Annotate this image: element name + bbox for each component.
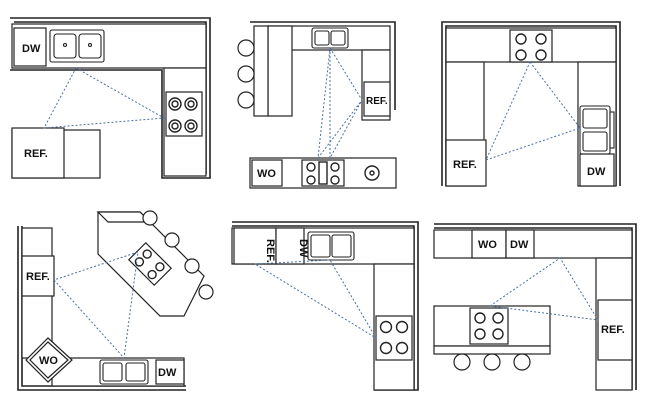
bar-stool — [198, 284, 214, 300]
dishwasher-label: DW — [297, 239, 309, 258]
refrigerator — [11, 127, 65, 179]
layout-u-shape-bar: REF. WO — [237, 21, 397, 189]
layout-l-shape-2: REF. DW — [231, 221, 419, 391]
refrigerator-label: REF. — [601, 324, 625, 336]
bar-overhang — [253, 25, 269, 117]
dishwasher-label: DW — [158, 367, 177, 379]
wall-outline — [434, 223, 637, 390]
wall-oven-label: WO — [39, 355, 58, 367]
stove — [375, 315, 413, 361]
refrigerator-label: REF. — [26, 271, 50, 283]
double-sink — [49, 29, 105, 63]
dishwasher — [155, 359, 185, 385]
refrigerator-label: REF. — [264, 239, 276, 263]
bar-stool — [142, 210, 158, 226]
dishwasher-label: DW — [587, 166, 606, 178]
bar-stool — [237, 65, 255, 83]
dishwasher-label: DW — [510, 239, 529, 251]
dishwasher — [13, 27, 47, 67]
layout-u-shape: REF. DW — [441, 21, 621, 187]
wall-oven — [251, 159, 283, 187]
work-triangle — [53, 251, 139, 360]
wall-oven — [471, 229, 507, 259]
refrigerator — [445, 139, 487, 187]
stove — [509, 29, 553, 63]
double-sink — [579, 105, 615, 155]
work-triangle — [317, 47, 363, 160]
dishwasher — [275, 227, 305, 265]
bar-stool — [483, 353, 501, 371]
layout-l-shape: DW REF. — [10, 17, 211, 179]
layout-angled-peninsula: REF. WO DW — [17, 210, 214, 391]
dishwasher-label: DW — [22, 43, 41, 55]
refrigerator — [363, 81, 391, 117]
double-sink — [99, 359, 149, 385]
work-triangle — [254, 259, 377, 339]
bar-stool — [184, 258, 200, 274]
cooktop — [469, 307, 509, 345]
dishwasher — [505, 229, 535, 259]
bar-stool — [237, 39, 255, 57]
refrigerator — [21, 255, 55, 297]
wall-outline — [10, 17, 211, 179]
work-triangle — [485, 61, 581, 161]
cooktop — [301, 159, 345, 187]
refrigerator-label: REF. — [24, 148, 48, 160]
cooktop — [127, 241, 173, 287]
wall-outline — [17, 226, 186, 391]
refrigerator-label: REF. — [366, 96, 388, 107]
wall-outline — [441, 21, 621, 186]
bar-stool — [164, 232, 180, 248]
prep-sink-drain — [369, 170, 375, 176]
wall-outline — [250, 21, 396, 110]
refrigerator-label: REF. — [453, 159, 477, 171]
work-triangle — [489, 257, 599, 321]
bar-stool — [237, 91, 255, 109]
dishwasher — [579, 153, 615, 187]
stove — [165, 91, 203, 137]
refrigerator — [597, 299, 633, 361]
double-sink — [307, 231, 355, 261]
wall-oven-label: WO — [478, 239, 497, 251]
island-overhang — [433, 345, 551, 355]
bar-counter — [267, 25, 293, 117]
work-triangle — [43, 67, 166, 129]
bar-stool — [453, 353, 471, 371]
peninsula-edge — [96, 211, 152, 223]
work-triangle-2 — [329, 48, 363, 159]
wall-oven-label: WO — [257, 168, 276, 180]
double-sink — [311, 27, 349, 49]
layout-l-shape-island: WO DW REF. — [433, 223, 637, 391]
wall-oven-frame — [29, 341, 69, 379]
bar-stool — [513, 353, 531, 371]
